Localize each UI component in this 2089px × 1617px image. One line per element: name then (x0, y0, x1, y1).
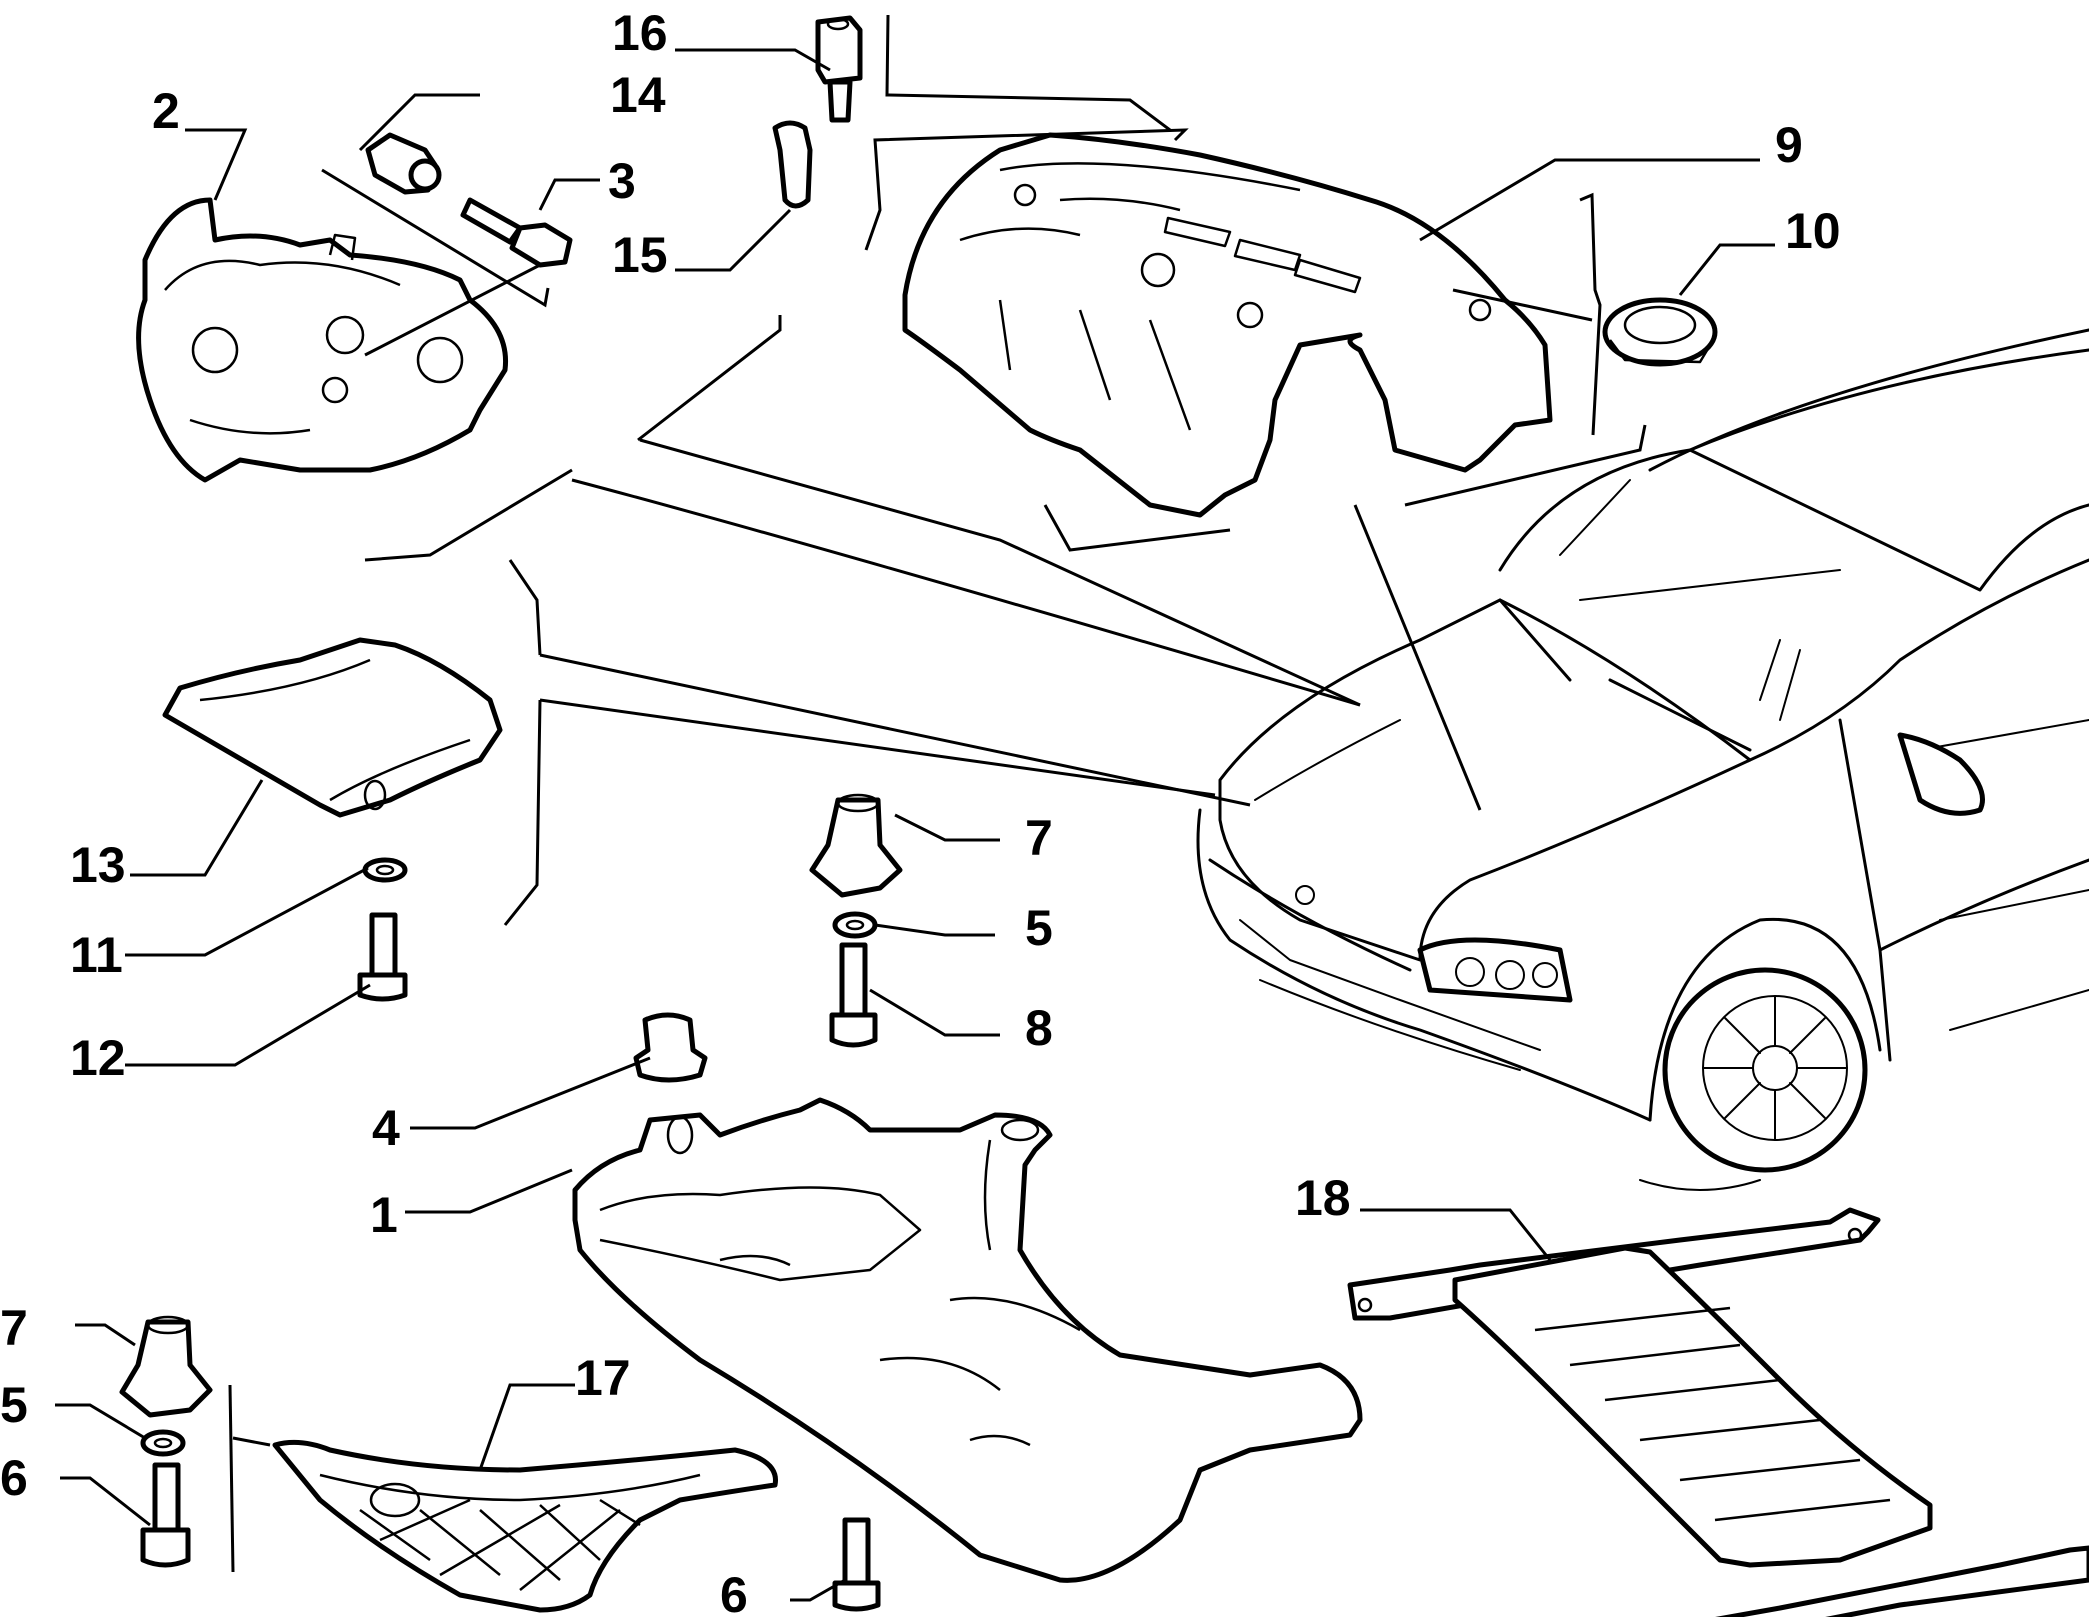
callout-15: 15 (612, 227, 668, 283)
part-7-bracket-upper (809, 793, 903, 898)
part-15-bolt (772, 120, 813, 209)
callout-7-upper: 7 (1025, 810, 1053, 866)
part-3-bolt (460, 197, 573, 268)
callout-leaders (55, 48, 1775, 1602)
callout-2: 2 (152, 83, 180, 139)
callout-6-bottom: 6 (720, 1567, 748, 1617)
part-18-guard-with-rails (1347, 1207, 2089, 1617)
callout-16: 16 (612, 5, 668, 61)
callout-14: 14 (610, 67, 666, 123)
callout-9: 9 (1775, 117, 1803, 173)
part-14-clip (365, 132, 442, 195)
part-17-skid-plate (272, 1439, 778, 1613)
part-1-underbody-shield (572, 1097, 1363, 1583)
part-11-washer (362, 857, 408, 883)
callout-10: 10 (1785, 203, 1841, 259)
part-16-stud (815, 15, 863, 123)
part-2-heat-shield (136, 197, 509, 483)
callout-3: 3 (608, 153, 636, 209)
callout-17: 17 (575, 1350, 631, 1406)
callout-12: 12 (70, 1030, 126, 1086)
callout-18: 18 (1295, 1170, 1351, 1226)
part-5-washer-upper (832, 911, 878, 939)
callout-6-lower-left: 6 (0, 1450, 28, 1506)
assembly-guide-lines (228, 14, 1647, 1573)
callout-13: 13 (70, 837, 126, 893)
part-4-nut (633, 1012, 708, 1083)
callout-4: 4 (372, 1100, 400, 1156)
callout-7-lower: 7 (0, 1300, 28, 1356)
part-5-washer-lower (140, 1429, 186, 1457)
part-8-bolt (829, 942, 878, 1048)
part-12-bolt (357, 912, 408, 1002)
callout-11: 11 (70, 927, 123, 983)
callout-5-lower: 5 (0, 1377, 28, 1433)
part-9-engine-cover (902, 132, 1553, 518)
part-6-bolt-left (140, 1462, 191, 1568)
callout-8: 8 (1025, 1000, 1053, 1056)
callout-labels: 1 2 3 4 5 5 6 6 7 7 8 9 10 11 12 13 14 1… (0, 5, 1841, 1617)
part-13-panel (162, 637, 503, 818)
car-illustration (1196, 328, 2089, 1191)
callout-1: 1 (370, 1187, 398, 1243)
part-6-bolt-center (832, 1517, 881, 1612)
part-10-grommet (1602, 297, 1718, 367)
part-7-bracket-lower (119, 1315, 213, 1418)
callout-5-upper: 5 (1025, 900, 1053, 956)
